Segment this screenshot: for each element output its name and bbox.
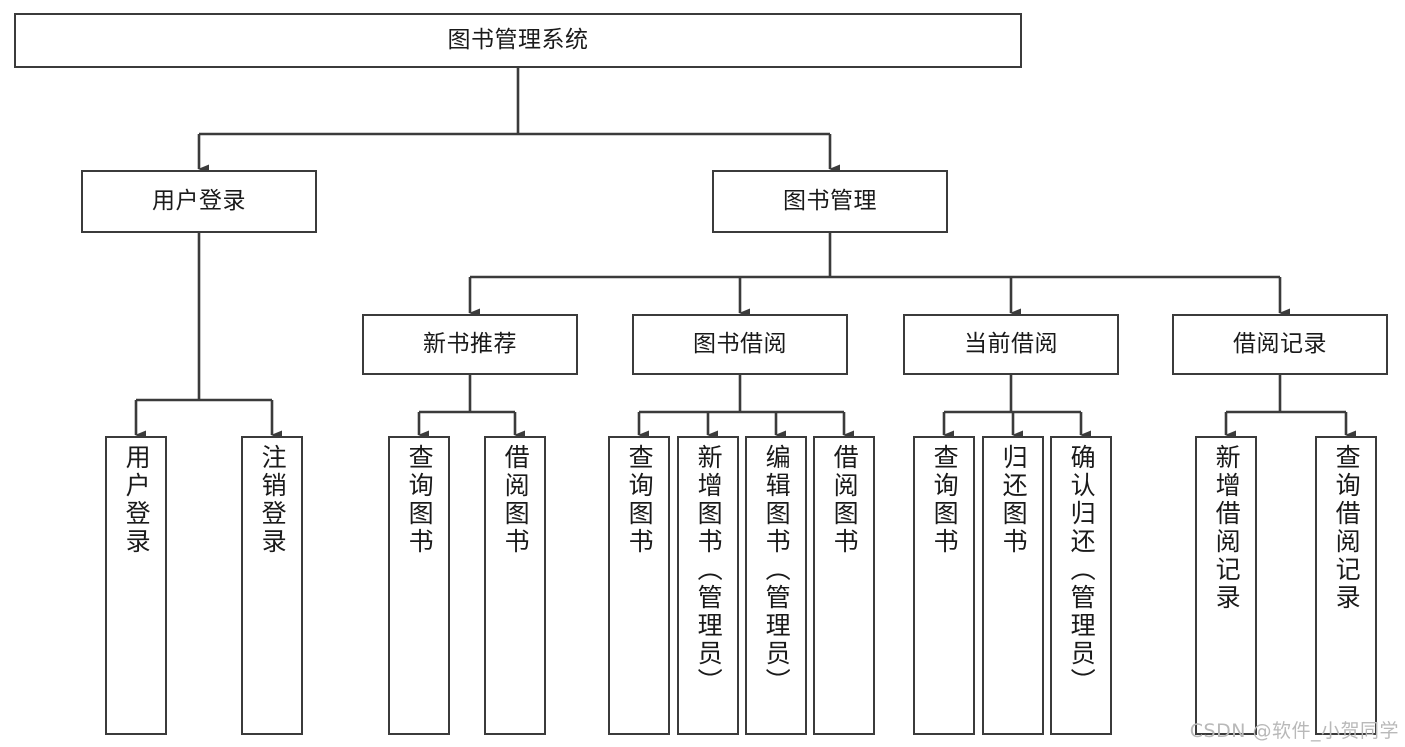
node-label-bookmgmt: 图书管理 — [783, 187, 877, 214]
node-current[interactable]: 当前借阅 — [903, 314, 1119, 375]
node-leaf-bo-borrow[interactable]: 借阅图书 — [813, 436, 875, 735]
node-label-leaf-rec-query: 查询借阅记录 — [1332, 444, 1362, 612]
node-leaf-cu-return[interactable]: 归还图书 — [982, 436, 1044, 735]
node-label-leaf-rec-add: 新增借阅记录 — [1212, 444, 1242, 612]
node-leaf-user-logout[interactable]: 注销登录 — [241, 436, 303, 735]
node-leaf-cu-confirm[interactable]: 确认归还（管理员） — [1050, 436, 1112, 735]
csdn-watermark: CSDN @软件_小贺同学 — [1189, 720, 1399, 742]
node-leaf-bo-query[interactable]: 查询图书 — [608, 436, 670, 735]
node-label-leaf-bo-edit: 编辑图书（管理员） — [762, 444, 792, 696]
node-label-leaf-bo-query: 查询图书 — [625, 444, 655, 556]
node-label-borrow: 图书借阅 — [693, 330, 787, 357]
node-root[interactable]: 图书管理系统 — [14, 13, 1022, 68]
node-label-leaf-user-login: 用户登录 — [122, 444, 152, 556]
node-label-leaf-cu-query: 查询图书 — [930, 444, 960, 556]
node-leaf-bo-add[interactable]: 新增图书（管理员） — [677, 436, 739, 735]
node-leaf-user-login[interactable]: 用户登录 — [105, 436, 167, 735]
node-label-leaf-nb-query: 查询图书 — [405, 444, 435, 556]
node-leaf-cu-query[interactable]: 查询图书 — [913, 436, 975, 735]
node-label-current: 当前借阅 — [964, 330, 1058, 357]
node-leaf-nb-query[interactable]: 查询图书 — [388, 436, 450, 735]
node-label-records: 借阅记录 — [1233, 330, 1327, 357]
node-leaf-rec-add[interactable]: 新增借阅记录 — [1195, 436, 1257, 735]
node-label-leaf-cu-return: 归还图书 — [999, 444, 1029, 556]
node-label-root: 图书管理系统 — [447, 26, 589, 53]
node-bookmgmt[interactable]: 图书管理 — [712, 170, 948, 233]
node-label-leaf-bo-add: 新增图书（管理员） — [694, 444, 724, 696]
node-label-newbook: 新书推荐 — [423, 330, 517, 357]
node-label-leaf-user-logout: 注销登录 — [258, 444, 288, 556]
node-borrow[interactable]: 图书借阅 — [632, 314, 848, 375]
node-leaf-bo-edit[interactable]: 编辑图书（管理员） — [745, 436, 807, 735]
node-leaf-nb-borrow[interactable]: 借阅图书 — [484, 436, 546, 735]
node-newbook[interactable]: 新书推荐 — [362, 314, 578, 375]
node-records[interactable]: 借阅记录 — [1172, 314, 1388, 375]
node-leaf-rec-query[interactable]: 查询借阅记录 — [1315, 436, 1377, 735]
node-login[interactable]: 用户登录 — [81, 170, 317, 233]
node-label-login: 用户登录 — [152, 187, 246, 214]
node-label-leaf-bo-borrow: 借阅图书 — [830, 444, 860, 556]
node-label-leaf-cu-confirm: 确认归还（管理员） — [1067, 444, 1097, 696]
node-label-leaf-nb-borrow: 借阅图书 — [501, 444, 531, 556]
